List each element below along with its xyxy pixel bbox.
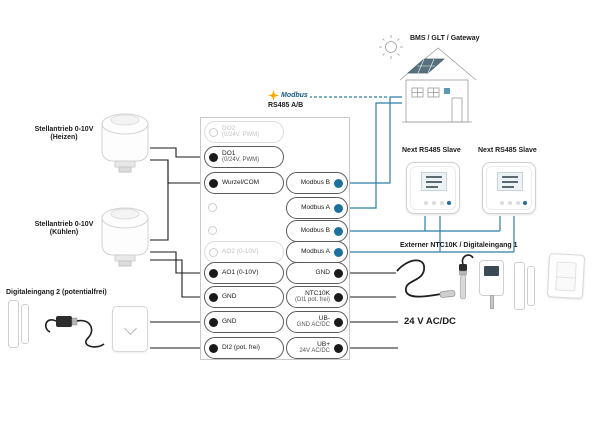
window-contact-left-icon — [8, 300, 29, 348]
digitaleingang2-label: Digitaleingang 2 (potentialfrei) — [6, 289, 107, 296]
slave1-label: Next RS485 Slave — [402, 147, 461, 154]
terminal-dot-modbus-a1 — [334, 203, 343, 213]
terminal-do1: DO1(0/24V, PWM) — [204, 146, 284, 168]
wire-modbus-b-slaves — [348, 216, 501, 232]
terminal-dot-do2 — [209, 127, 218, 137]
terminal-dot-gnd1 — [209, 292, 218, 302]
rs485-label: RS485 A/B — [268, 102, 304, 109]
ntc-probe-icon — [396, 259, 456, 298]
wire-modbus-a-gateway — [348, 102, 402, 209]
light-switch-icon — [546, 253, 586, 299]
modbus-legend: Modbus RS485 A/B — [266, 90, 310, 109]
terminal-ntc10k: NTC10K(DI1 pot. frei) — [286, 286, 348, 308]
terminal-empty-1 — [208, 203, 217, 212]
bms-building-illustration — [379, 35, 477, 123]
terminal-dot-di2 — [209, 343, 218, 353]
terminal-dot-modbus-a2 — [334, 247, 343, 257]
terminal-dot-ub-plus — [334, 343, 343, 353]
wire-kuehlen-ao1 — [150, 251, 204, 274]
cable-sensor-icon — [44, 316, 105, 348]
terminal-dot-do1 — [209, 152, 218, 162]
terminal-dot-wurzel — [209, 178, 218, 188]
terminal-ao1: AO1 (0-10V) — [204, 262, 284, 284]
terminal-wurzel-com: Wurzel/COM — [204, 172, 284, 194]
terminal-modbus-b-1: Modbus B — [286, 172, 348, 194]
terminal-dot-modbus-b2 — [334, 226, 343, 236]
terminal-ub-plus: UB+24V AC/DC — [286, 337, 348, 359]
terminal-empty-2 — [208, 226, 217, 235]
window-contact-right-icon — [514, 262, 535, 310]
modbus-star-icon — [268, 90, 279, 101]
slave2-label: Next RS485 Slave — [478, 147, 537, 154]
terminal-dot-gnd2 — [209, 317, 218, 327]
wire-modbus-a-slaves — [348, 216, 515, 253]
heizen-label: Stellantrieb 0-10V (Heizen) — [34, 126, 94, 141]
wire-heizen-do1 — [150, 147, 204, 158]
terminal-dot-ao2 — [209, 247, 218, 257]
terminal-modbus-a-1: Modbus A — [286, 197, 348, 219]
power-label: 24 V AC/DC — [404, 316, 456, 327]
rs485-slave-2-icon — [482, 162, 536, 214]
bms-gateway-label: BMS / GLT / Gateway — [410, 35, 480, 42]
terminal-dot-ao1 — [209, 268, 218, 278]
wall-plate-icon — [112, 306, 148, 352]
probe-vertical-icon — [459, 254, 474, 300]
terminal-dot-modbus-b1 — [334, 178, 343, 188]
terminal-dot-ntc10k — [334, 292, 343, 302]
terminal-gnd-left-2: GND — [204, 311, 284, 333]
terminal-gnd-right: GND — [286, 262, 348, 284]
wire-kuehlen-gnd — [150, 259, 204, 298]
terminal-ao2: AO2 (0-10V) — [204, 241, 284, 263]
terminal-gnd-left-1: GND — [204, 286, 284, 308]
kuehlen-label: Stellantrieb 0-10V (Kühlen) — [34, 221, 94, 236]
wire-modbus-b-gateway — [348, 96, 402, 184]
sensor-display-icon — [479, 260, 504, 309]
terminal-modbus-a-2: Modbus A — [286, 241, 348, 263]
terminal-modbus-b-2: Modbus B — [286, 220, 348, 242]
wire-kuehlen-wurzel — [150, 160, 169, 241]
terminal-dot-gnd-right — [334, 268, 343, 278]
rs485-slave-1-icon — [406, 162, 460, 214]
modbus-label: Modbus — [281, 92, 308, 99]
terminal-dot-ub-minus — [334, 317, 343, 327]
ntc-digitaleingang-label: Externer NTC10K / Digitaleingang 1 — [400, 242, 518, 249]
wire-heizen-wurzel — [150, 159, 204, 184]
terminal-ub-minus: UB-GND AC/DC — [286, 311, 348, 333]
terminal-di2: DI2 (pot. frei) — [204, 337, 284, 359]
terminal-do2: DO2(0/24V, PWM) — [204, 121, 284, 143]
actuator-kuehlen-icon — [101, 207, 149, 267]
actuator-heizen-icon — [101, 113, 149, 173]
